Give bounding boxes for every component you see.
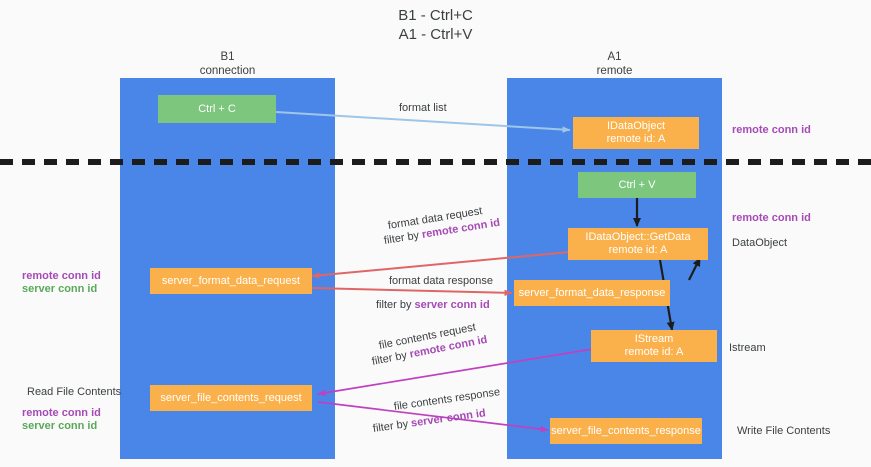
annotation-right-write-file-contents: Write File Contents — [737, 425, 831, 437]
column-header-a1-name: A1 — [607, 51, 622, 63]
node-getdata-line2: remote id: A — [608, 244, 668, 256]
node-server-file-contents-request-label: server_file_contents_request — [160, 391, 302, 404]
node-server-file-contents-request[interactable]: server_file_contents_request — [150, 385, 312, 411]
edge-label-format-data-response-text: format data response — [389, 275, 493, 287]
filter-prefix-2: filter by — [376, 299, 415, 311]
edge-format-data-response — [311, 287, 513, 297]
edge-label-format-list-text: format list — [399, 102, 447, 114]
column-header-b1-role: connection — [199, 65, 256, 77]
page-title: B1 - Ctrl+C A1 - Ctrl+V — [0, 6, 871, 44]
node-server-format-data-request-label: server_format_data_request — [161, 274, 301, 287]
node-ctrl-v[interactable]: Ctrl + V — [578, 172, 696, 198]
annotation-left-server-conn-id: server conn id — [22, 283, 98, 295]
title-line-1: B1 - Ctrl+C — [398, 7, 473, 24]
annotation-right-remote-conn-mid: remote conn id — [732, 212, 811, 224]
title-line-2: A1 - Ctrl+V — [398, 26, 473, 43]
node-idataobject[interactable]: IDataObject remote id: A — [573, 117, 699, 149]
filter-key-server-conn-id: server conn id — [414, 299, 490, 311]
node-istream[interactable]: IStream remote id: A — [591, 330, 717, 362]
node-server-format-data-response-label: server_format_data_response — [518, 286, 666, 299]
node-istream-line2: remote id: A — [624, 346, 684, 358]
edge-label-format-data-response-filter: filter by server conn id — [376, 298, 490, 312]
node-ctrl-v-label: Ctrl + V — [618, 178, 656, 191]
edge-label-format-data-response: format data response — [389, 274, 493, 288]
node-server-format-data-request[interactable]: server_format_data_request — [150, 268, 312, 294]
node-ctrl-c[interactable]: Ctrl + C — [158, 95, 276, 123]
node-idataobject-line1: IDataObject — [606, 120, 666, 132]
node-istream-line1: IStream — [634, 333, 674, 345]
annotation-left-read-file-contents: Read File Contents — [27, 386, 122, 398]
filter-prefix-3: filter by — [370, 348, 411, 368]
column-header-a1-role: remote — [596, 65, 633, 77]
filter-key-server-conn-id-2: server conn id — [410, 407, 487, 430]
node-server-format-data-response[interactable]: server_format_data_response — [514, 280, 670, 306]
annotation-left-remote-conn-id: remote conn id — [22, 270, 101, 282]
column-header-b1: B1 connection — [150, 50, 305, 78]
filter-prefix-4: filter by — [372, 417, 412, 435]
annotation-right-remote-conn-top: remote conn id — [732, 124, 811, 136]
annotation-right-istream: Istream — [729, 342, 766, 354]
node-idataobject-getdata[interactable]: IDataObject::GetData remote id: A — [568, 228, 708, 260]
annotation-right-dataobject: DataObject — [732, 237, 788, 249]
column-header-b1-name: B1 — [220, 51, 235, 63]
column-header-a1: A1 remote — [537, 50, 692, 78]
node-getdata-line1: IDataObject::GetData — [585, 231, 691, 243]
node-ctrl-c-label: Ctrl + C — [198, 102, 236, 115]
node-idataobject-line2: remote id: A — [606, 133, 666, 145]
edge-label-format-list: format list — [399, 101, 447, 115]
node-server-file-contents-response[interactable]: server_file_contents_response — [550, 418, 702, 444]
edge-label-file-contents-response-filter: filter by server conn id — [372, 406, 487, 436]
node-server-file-contents-response-label: server_file_contents_response — [551, 424, 701, 437]
annotation-left-remote-conn-id-2: remote conn id — [22, 407, 101, 419]
annotation-left-server-conn-id-2: server conn id — [22, 420, 98, 432]
